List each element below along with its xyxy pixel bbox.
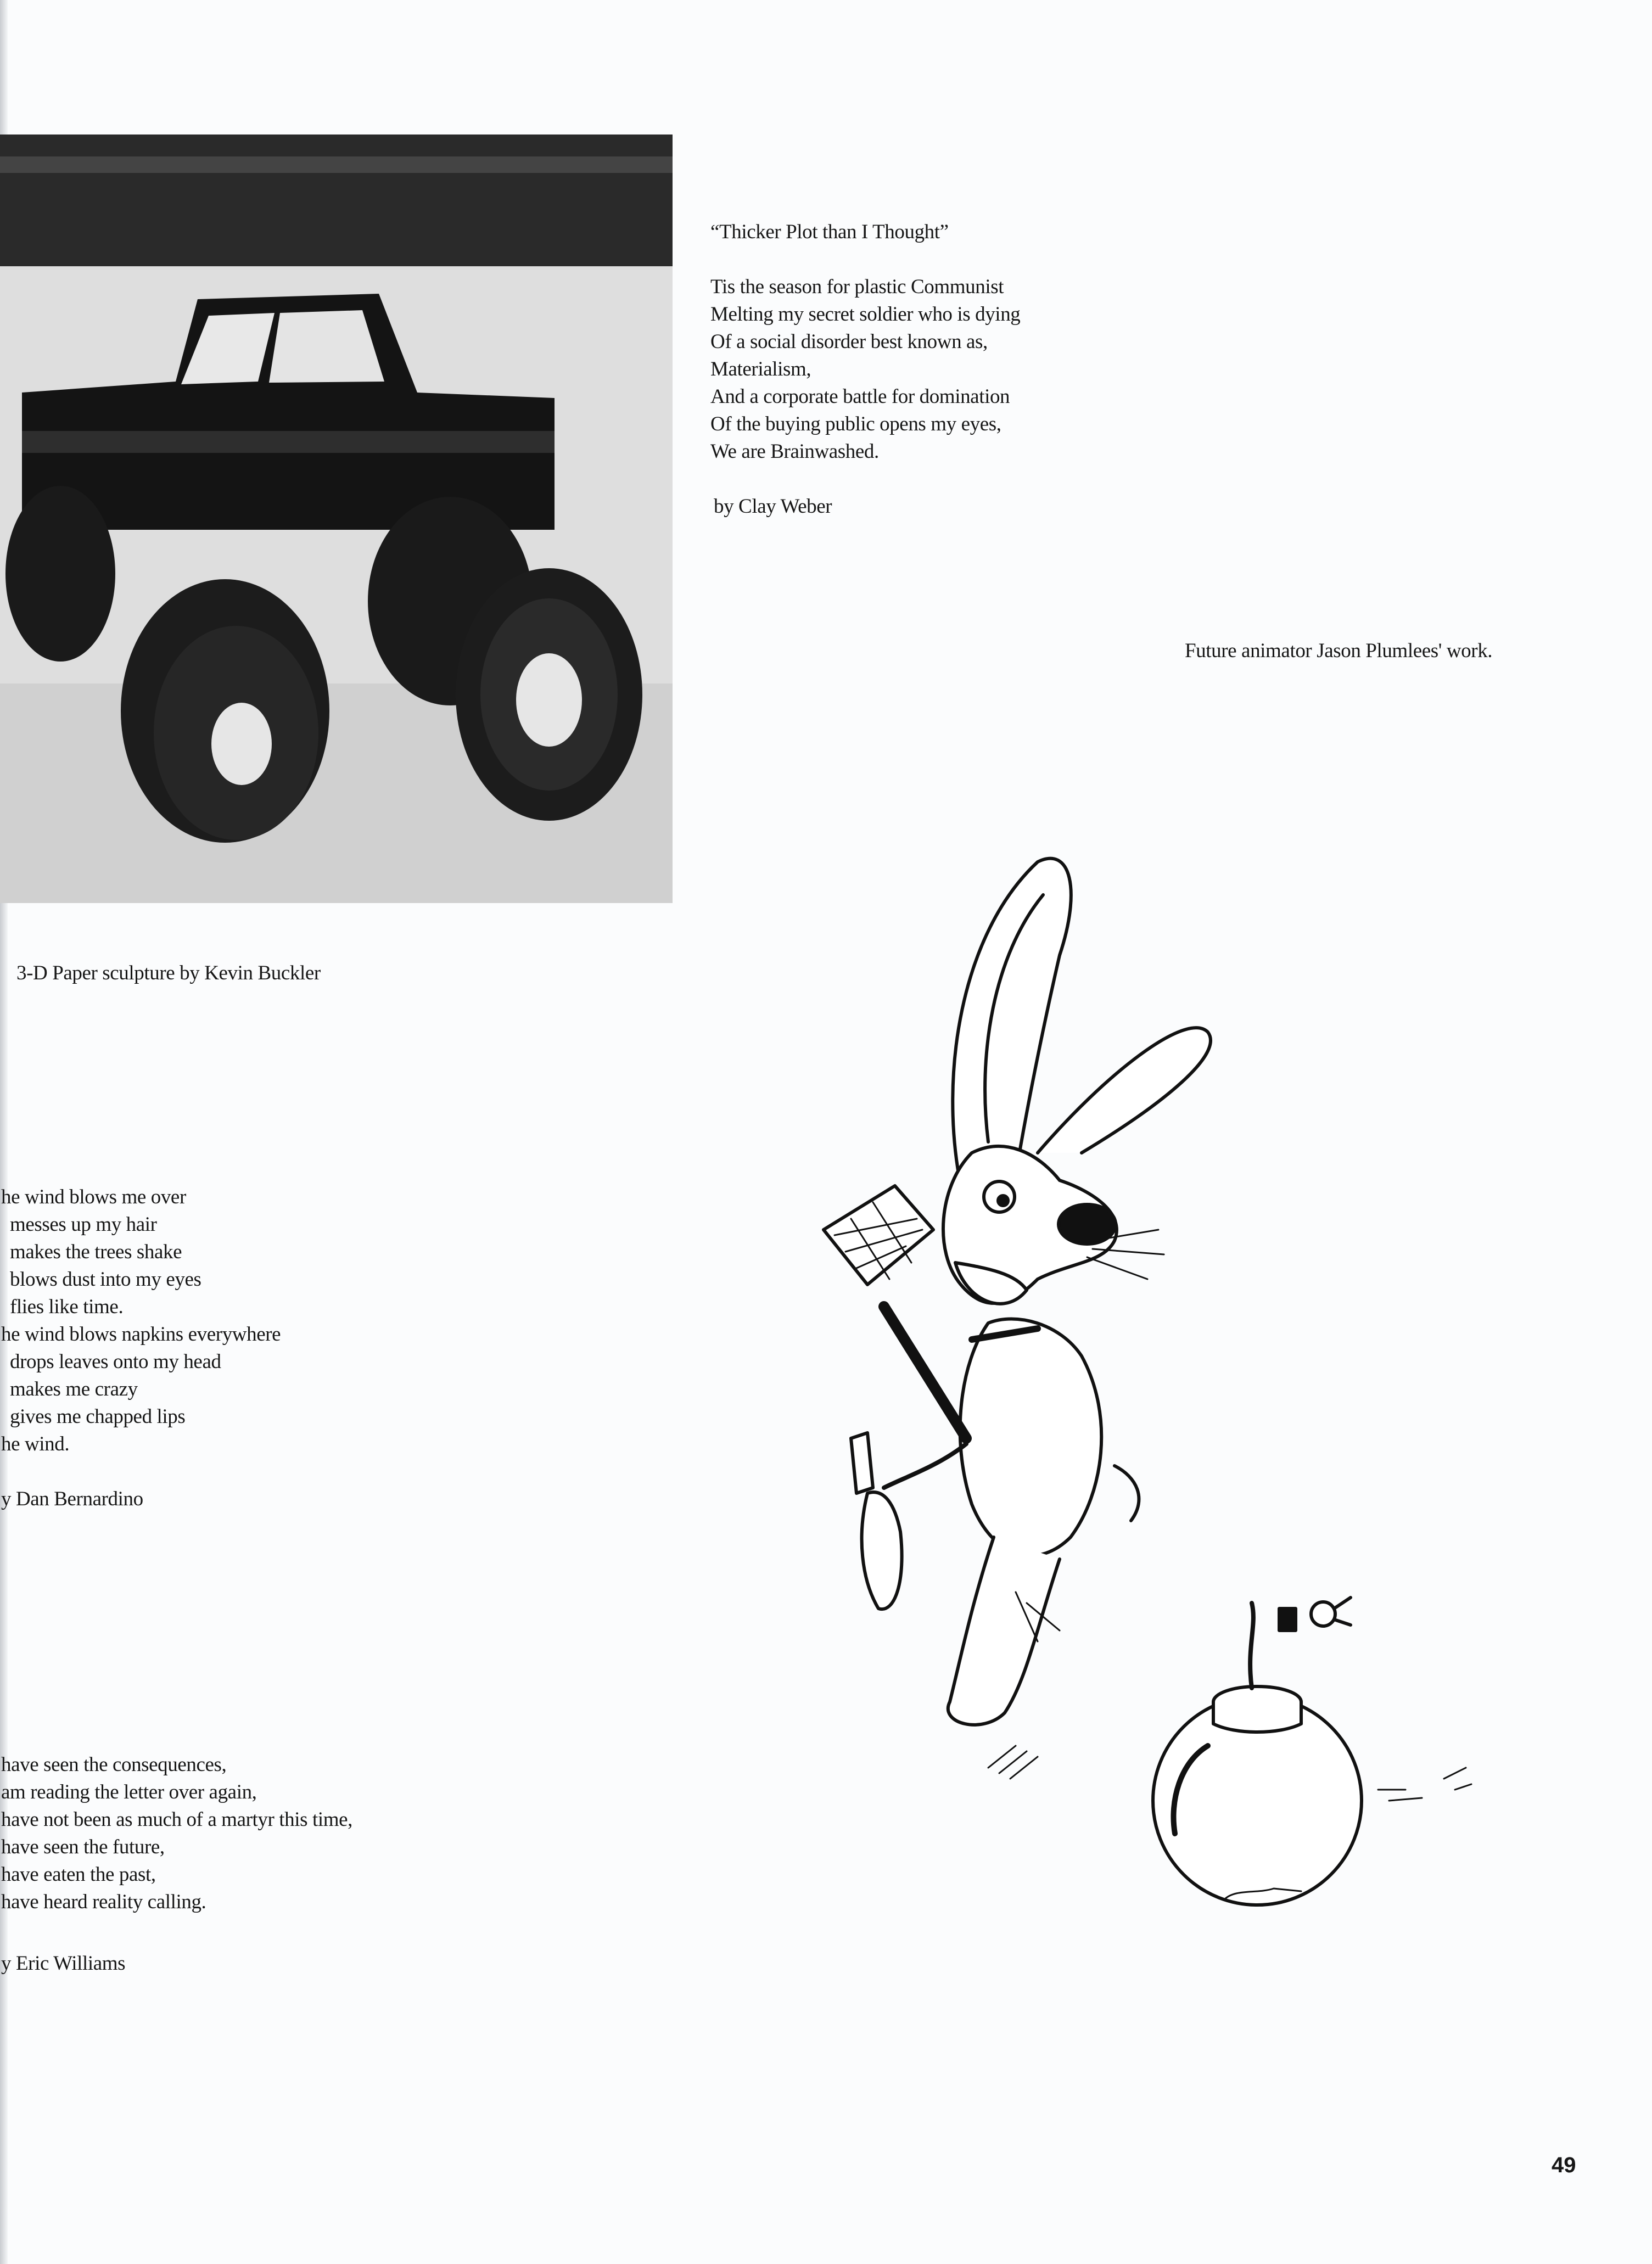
poem-title: “Thicker Plot than I Thought” <box>710 221 949 243</box>
poem-line: have eaten the past, <box>1 1863 156 1886</box>
page-number: 49 <box>1552 2153 1576 2177</box>
poem-line: he wind blows me over <box>1 1186 186 1208</box>
poem-consequences: have seen the consequences, am reading t… <box>1 1751 352 1977</box>
photo-caption: 3-D Paper sculpture by Kevin Buckler <box>16 962 321 984</box>
poem-line: he wind. <box>1 1433 70 1455</box>
poem-line: drops leaves onto my head <box>10 1350 221 1373</box>
poem-byline: y Eric Williams <box>1 1952 126 1975</box>
poem-line: he wind blows napkins everywhere <box>1 1323 281 1346</box>
poem-line: am reading the letter over again, <box>1 1781 257 1803</box>
cartoon-caption: Future animator Jason Plumlees' work. <box>1185 640 1493 662</box>
poem-line: And a corporate battle for domination <box>710 385 1010 408</box>
poem-line: have seen the future, <box>1 1836 165 1858</box>
bomb-drawing <box>1151 1596 1472 1907</box>
poem-thicker-plot: “Thicker Plot than I Thought” Tis the se… <box>710 218 1021 520</box>
poem-line: flies like time. <box>10 1296 124 1318</box>
truck-wheel <box>5 486 642 843</box>
poem-line: have heard reality calling. <box>1 1891 206 1913</box>
rabbit-bomb-cartoon <box>822 856 1472 1907</box>
poem-byline: y Dan Bernardino <box>1 1488 143 1510</box>
poem-line: have seen the consequences, <box>1 1753 227 1776</box>
poem-wind: he wind blows me over messes up my hair … <box>1 1184 281 1513</box>
poem-line: makes me crazy <box>10 1378 138 1400</box>
poem-line: have not been as much of a martyr this t… <box>1 1808 352 1831</box>
poem-line: Of the buying public opens my eyes, <box>710 413 1001 435</box>
poem-line: Tis the season for plastic Communist <box>710 276 1004 298</box>
poem-line: Materialism, <box>710 358 811 380</box>
paper-sculpture-truck-photo <box>0 135 673 903</box>
poem-line: gives me chapped lips <box>10 1405 186 1428</box>
poem-line: blows dust into my eyes <box>10 1268 201 1291</box>
poem-line: makes the trees shake <box>10 1241 182 1263</box>
poem-byline: by Clay Weber <box>714 495 832 518</box>
poem-line: Melting my secret soldier who is dying <box>710 303 1021 326</box>
poem-line: We are Brainwashed. <box>710 440 879 463</box>
poem-line: messes up my hair <box>10 1213 157 1236</box>
poem-line: Of a social disorder best known as, <box>710 330 988 353</box>
